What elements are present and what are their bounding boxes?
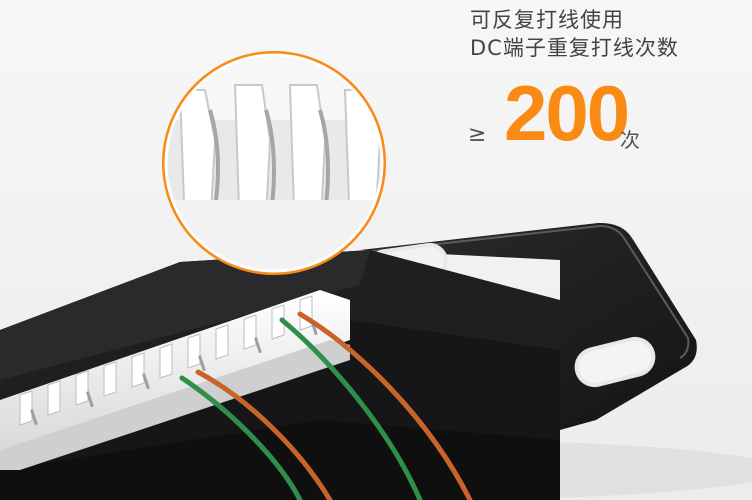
- greater-equal-symbol: ≥: [468, 122, 487, 147]
- promo-line-rewire-count: DC端子重复打线次数: [470, 36, 679, 60]
- rewire-count-number: 200: [504, 69, 630, 157]
- promo-line-reusable: 可反复打线使用: [470, 8, 624, 32]
- rewire-count-unit: 次: [620, 128, 640, 152]
- wires: [179, 311, 473, 500]
- zoom-detail-circle: [162, 51, 386, 275]
- terminal-blocks: [0, 290, 350, 470]
